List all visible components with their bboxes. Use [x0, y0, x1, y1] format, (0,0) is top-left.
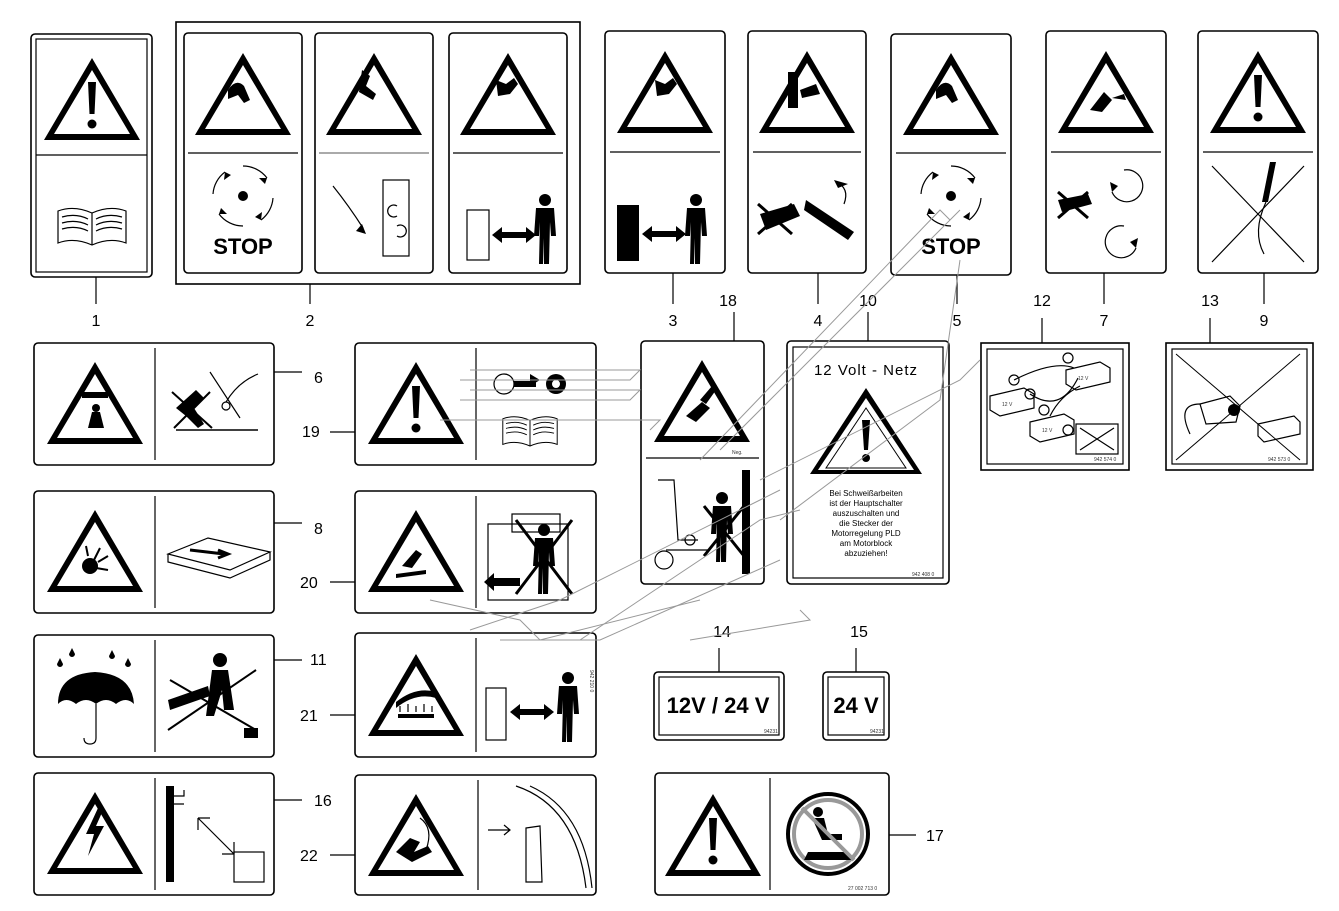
code-18: Neg. [732, 450, 743, 456]
label-3 [604, 30, 726, 274]
code-14: 94231 [764, 729, 778, 735]
svg-text:12 V: 12 V [1002, 402, 1013, 408]
welding-instructions: Bei Schweißarbeiten ist der Hauptschalte… [829, 489, 903, 558]
label-10: 12 Volt - Netz Bei Schweißarbeiten ist d… [786, 293, 950, 585]
label-5: STOP [890, 33, 1012, 276]
label-15: 24 V 94231 15 [822, 624, 890, 741]
label-18: Neg. 18 [640, 293, 765, 585]
label-6: 6 [33, 342, 323, 466]
welding-line-2: ist der Hauptschalter [829, 499, 903, 508]
volt-24: 24 V [833, 693, 879, 718]
ghost-lines [429, 209, 981, 641]
svg-text:12 V: 12 V [1078, 376, 1089, 382]
label-14: 12V / 24 V 94231 14 [653, 624, 785, 741]
callout-2: 2 [306, 313, 315, 330]
callout-7: 7 [1100, 313, 1109, 330]
callout-16: 16 [314, 793, 332, 810]
callout-21: 21 [300, 708, 318, 725]
label-2: STOP [175, 21, 581, 285]
callout-11: 11 [310, 652, 327, 669]
label-13: 942 573 0 13 [1165, 293, 1314, 471]
stop-text: STOP [213, 234, 273, 259]
callout-22: 22 [300, 848, 318, 865]
callouts-top: 1 2 3 4 5 7 9 [92, 273, 1269, 330]
welding-line-5: Motorregelung PLD [831, 529, 901, 538]
battery-c: 12 V [1029, 413, 1075, 443]
code-15: 94231 [870, 729, 884, 735]
label-1 [30, 33, 153, 278]
callout-13: 13 [1201, 293, 1219, 310]
net-title: 12 Volt - Netz [814, 362, 918, 379]
welding-line-4: die Stecker der [839, 519, 893, 528]
label-22: 22 [300, 774, 597, 896]
label-16: 16 [33, 772, 332, 896]
welding-line-7: abzuziehen! [844, 549, 887, 558]
volt-12-24: 12V / 24 V [667, 693, 770, 718]
welding-line-1: Bei Schweißarbeiten [829, 489, 902, 498]
callout-4: 4 [814, 313, 823, 330]
label-20: 20 [300, 490, 597, 614]
code-21: 942 210 0 [588, 670, 594, 692]
welding-line-6: am Motorblock [840, 539, 893, 548]
callout-12: 12 [1033, 293, 1051, 310]
callout-6: 6 [314, 370, 323, 387]
label-7 [1045, 30, 1167, 274]
label-11: 11 [33, 634, 327, 758]
callout-14: 14 [713, 624, 731, 641]
callout-19: 19 [302, 424, 320, 441]
label-12: 12 V 12 V 12 V 942 574 0 12 [980, 293, 1130, 471]
callout-9: 9 [1260, 313, 1269, 330]
callout-8: 8 [314, 521, 323, 538]
callout-5: 5 [953, 313, 962, 330]
label-19: 19 [302, 342, 597, 466]
callout-3: 3 [669, 313, 678, 330]
code-13: 942 573 0 [1268, 457, 1290, 463]
callout-20: 20 [300, 575, 318, 592]
welding-line-3: auszuschalten und [833, 509, 900, 518]
label-17: 27 002 713 0 17 [654, 772, 944, 896]
battery-b: 12 V [1065, 361, 1111, 391]
code-17: 27 002 713 0 [848, 886, 877, 892]
callout-1: 1 [92, 313, 101, 330]
callout-15: 15 [850, 624, 868, 641]
code-12: 942 574 0 [1094, 457, 1116, 463]
stop-text: STOP [921, 234, 981, 259]
label-21: 942 210 0 21 [300, 632, 597, 758]
svg-text:12 V: 12 V [1042, 428, 1053, 434]
code-10: 942 408 0 [912, 572, 934, 578]
label-4 [747, 30, 867, 274]
label-9 [1197, 30, 1319, 274]
callout-18: 18 [719, 293, 737, 310]
label-8: 8 [33, 490, 323, 614]
callout-17: 17 [926, 828, 944, 845]
battery-a: 12 V [989, 387, 1035, 417]
